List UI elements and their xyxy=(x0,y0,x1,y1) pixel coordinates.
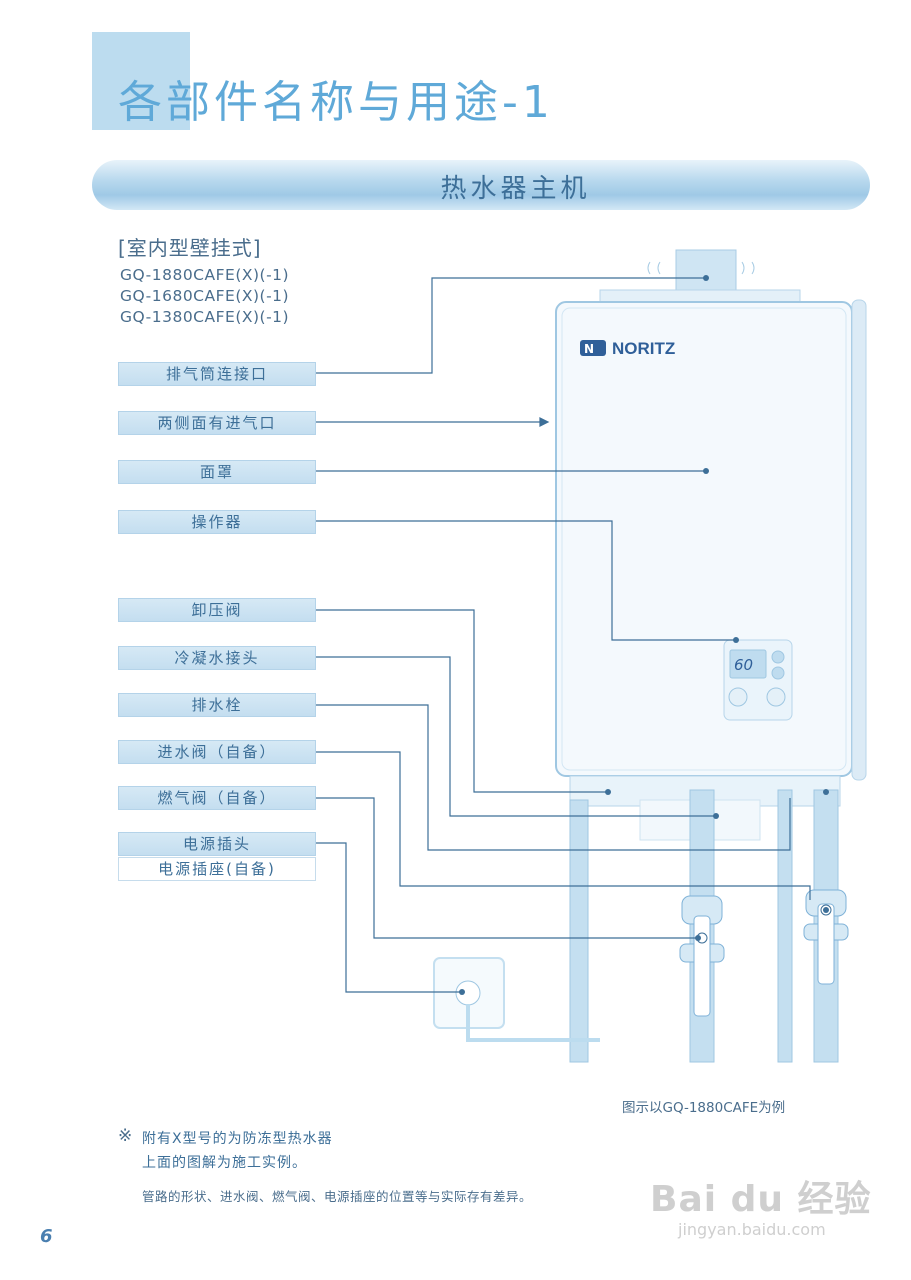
model-1880: GQ-1880CAFE(X)(-1) xyxy=(120,266,290,284)
model-1680: GQ-1680CAFE(X)(-1) xyxy=(120,287,290,305)
leader-lines xyxy=(316,277,811,993)
temperature-display: 60 xyxy=(734,656,753,674)
panel-button-left-icon xyxy=(728,687,748,707)
gas-valve-icon xyxy=(803,889,849,985)
page-number: 6 xyxy=(40,1226,53,1247)
label-gas-valve: 燃气阀（自备） xyxy=(118,786,316,810)
page-title: 各部件名称与用途-1 xyxy=(118,77,554,128)
watermark-url: jingyan.baidu.com xyxy=(678,1220,826,1239)
brand-name: NORITZ xyxy=(612,339,675,358)
label-air-intake: 两侧面有进气口 xyxy=(118,411,316,435)
label-power-plug: 电源插头 xyxy=(118,832,316,856)
label-controller: 操作器 xyxy=(118,510,316,534)
watermark-baidu: Bai du 经验 xyxy=(650,1179,872,1220)
label-drain-plug: 排水栓 xyxy=(118,693,316,717)
label-relief-valve: 卸压阀 xyxy=(118,598,316,622)
installation-type: [室内型壁挂式] xyxy=(118,236,262,260)
panel-button-right-icon xyxy=(766,687,786,707)
title-accent-block xyxy=(92,32,190,130)
label-condensate-joint: 冷凝水接头 xyxy=(118,646,316,670)
section-title: 热水器主机 xyxy=(440,174,591,204)
figure-caption: 图示以GQ-1880CAFE为例 xyxy=(622,1100,786,1116)
label-power-socket: 电源插座(自备) xyxy=(118,857,316,881)
water-valve-icon xyxy=(679,895,725,1017)
label-cover: 面罩 xyxy=(118,460,316,484)
up-button-icon xyxy=(771,650,785,664)
svg-text:N: N xyxy=(584,342,594,356)
section-banner xyxy=(92,160,870,210)
note-installation-example: 上面的图解为施工实例。 xyxy=(142,1155,307,1171)
note-mark: ※ xyxy=(118,1126,133,1146)
pipe-3 xyxy=(777,789,793,1063)
note-disclaimer: 管路的形状、进水阀、燃气阀、电源插座的位置等与实际存有差异。 xyxy=(142,1189,533,1204)
label-exhaust-connector: 排气筒连接口 xyxy=(118,362,316,386)
note-antifreeze: 附有X型号的为防冻型热水器 xyxy=(142,1131,333,1147)
label-water-inlet-valve: 进水阀（自备） xyxy=(118,740,316,764)
noritz-logo: N xyxy=(580,340,606,356)
heater-body xyxy=(555,301,853,777)
pipe-1 xyxy=(569,799,589,1063)
down-button-icon xyxy=(771,666,785,680)
model-1380: GQ-1380CAFE(X)(-1) xyxy=(120,308,290,326)
